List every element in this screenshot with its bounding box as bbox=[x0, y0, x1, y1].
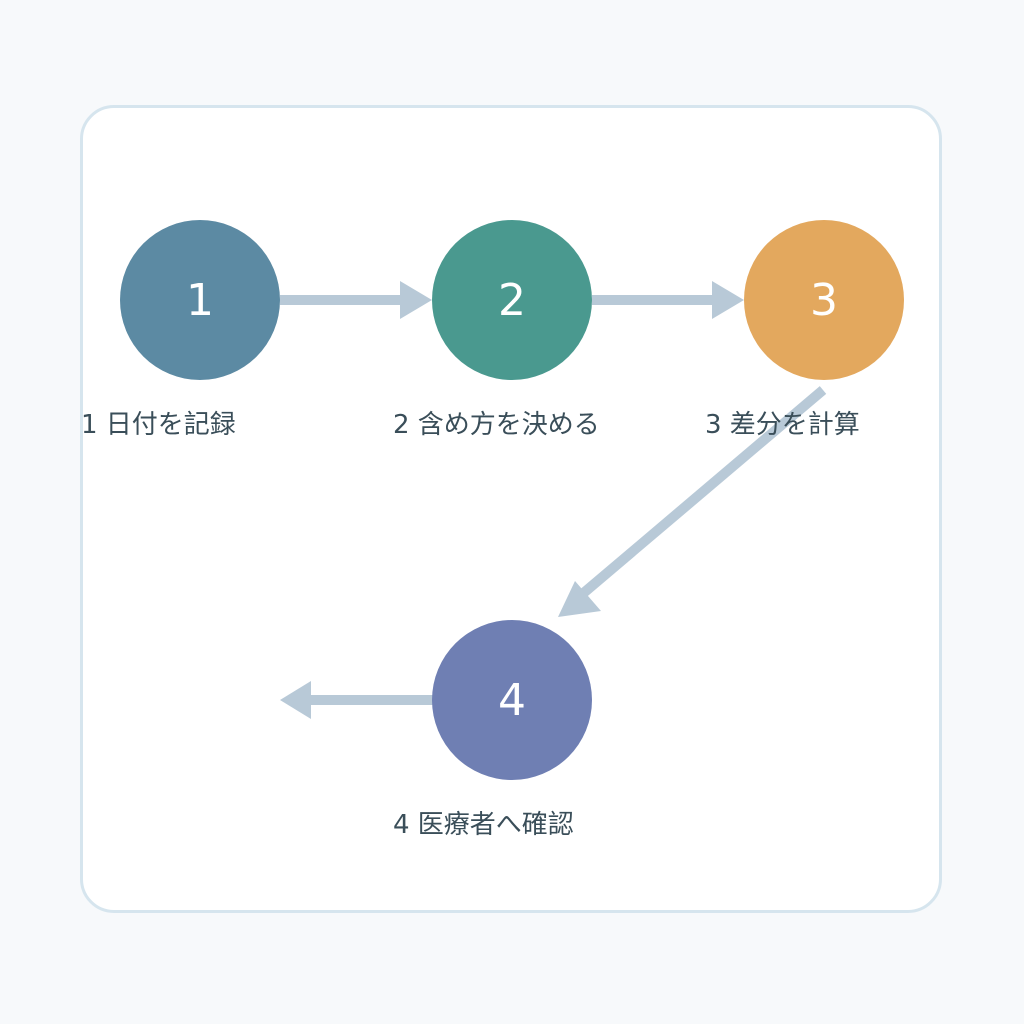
step-number-1: 1 bbox=[186, 274, 214, 326]
step-label-4: 4 医療者へ確認 bbox=[393, 810, 574, 840]
step-number-2: 2 bbox=[498, 274, 526, 326]
step-number-4: 4 bbox=[498, 674, 526, 726]
arrowhead-4-out bbox=[280, 681, 311, 719]
step-number-3: 3 bbox=[810, 274, 838, 326]
step-node-1: 1 bbox=[120, 220, 280, 380]
connector-3-4 bbox=[576, 386, 827, 600]
arrowhead-2-3 bbox=[712, 281, 744, 319]
step-label-3: 3 差分を計算 bbox=[705, 410, 860, 440]
step-node-4: 4 bbox=[432, 620, 592, 780]
step-label-2: 2 含め方を決める bbox=[393, 410, 600, 440]
arrowhead-3-4 bbox=[558, 581, 601, 617]
arrowhead-1-2 bbox=[400, 281, 432, 319]
step-node-2: 2 bbox=[432, 220, 592, 380]
step-node-3: 3 bbox=[744, 220, 904, 380]
step-label-1: 1 日付を記録 bbox=[81, 410, 236, 440]
